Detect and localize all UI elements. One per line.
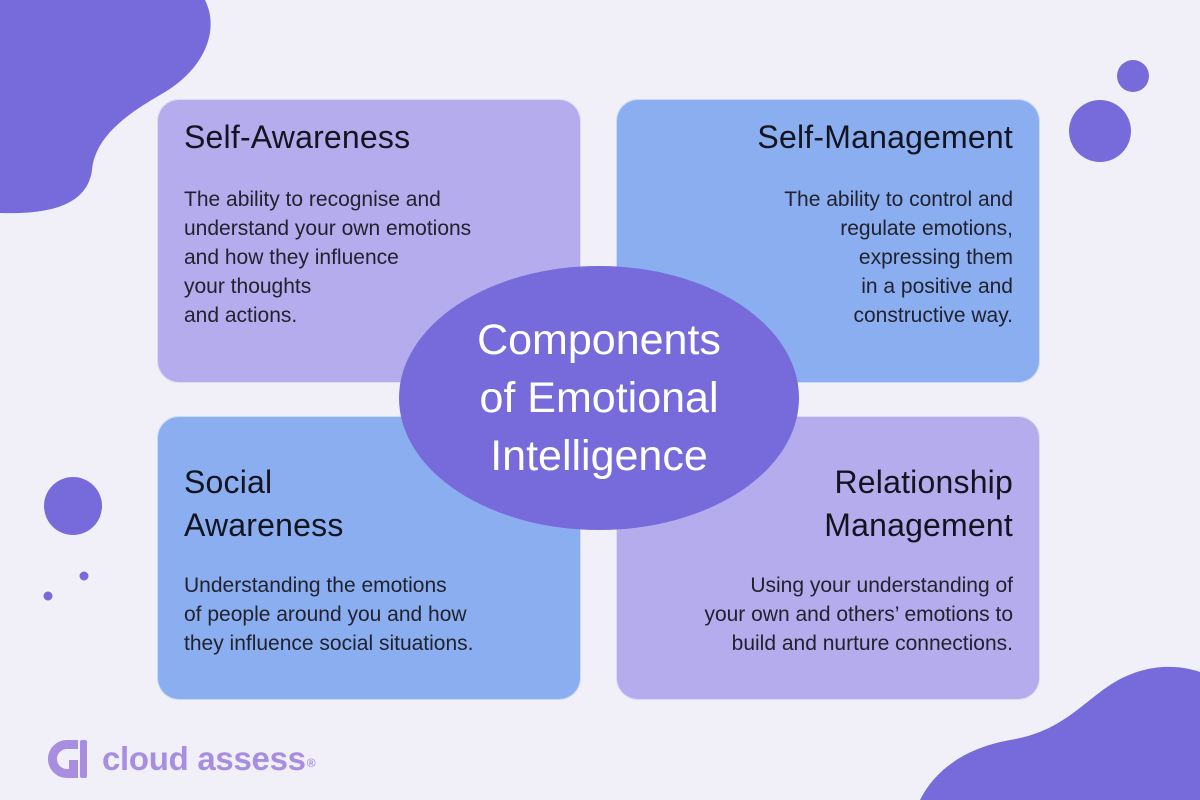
- brand-name: cloud assess®: [102, 736, 316, 782]
- card-relationship-management: Relationship Management Using your under…: [616, 416, 1040, 700]
- registered-mark: ®: [306, 756, 316, 770]
- decor-dot-left-1: [79, 571, 89, 581]
- decor-dot-left-2: [43, 591, 53, 601]
- card-description-social-awareness: Understanding the emotions of people aro…: [184, 574, 474, 655]
- top-left-blob: [0, 0, 211, 214]
- cloud-assess-logo-icon: [48, 740, 87, 778]
- card-title-self-awareness: Self-Awareness: [184, 119, 411, 155]
- card-description-self-awareness: The ability to recognise and understand …: [184, 188, 472, 327]
- brand-name-text: cloud assess: [102, 740, 306, 777]
- card-description-self-management: The ability to control and regulate emot…: [784, 188, 1013, 327]
- card-title-relationship-management: Relationship Management: [824, 464, 1013, 543]
- card-description-relationship-management: Using your understanding of your own and…: [704, 574, 1013, 655]
- brand-logo: cloud assess®: [44, 735, 316, 783]
- card-title-social-awareness: Social Awareness: [184, 464, 344, 543]
- card-title-self-management: Self-Management: [757, 119, 1013, 155]
- decor-circle-left: [44, 477, 102, 535]
- center-ellipse: Components of Emotional Intelligence: [399, 266, 799, 530]
- decor-circle-small-top-right: [1117, 60, 1149, 92]
- center-title: Components of Emotional Intelligence: [477, 316, 721, 480]
- bottom-right-blob: [920, 666, 1200, 800]
- decor-circle-large-top-right: [1069, 100, 1131, 162]
